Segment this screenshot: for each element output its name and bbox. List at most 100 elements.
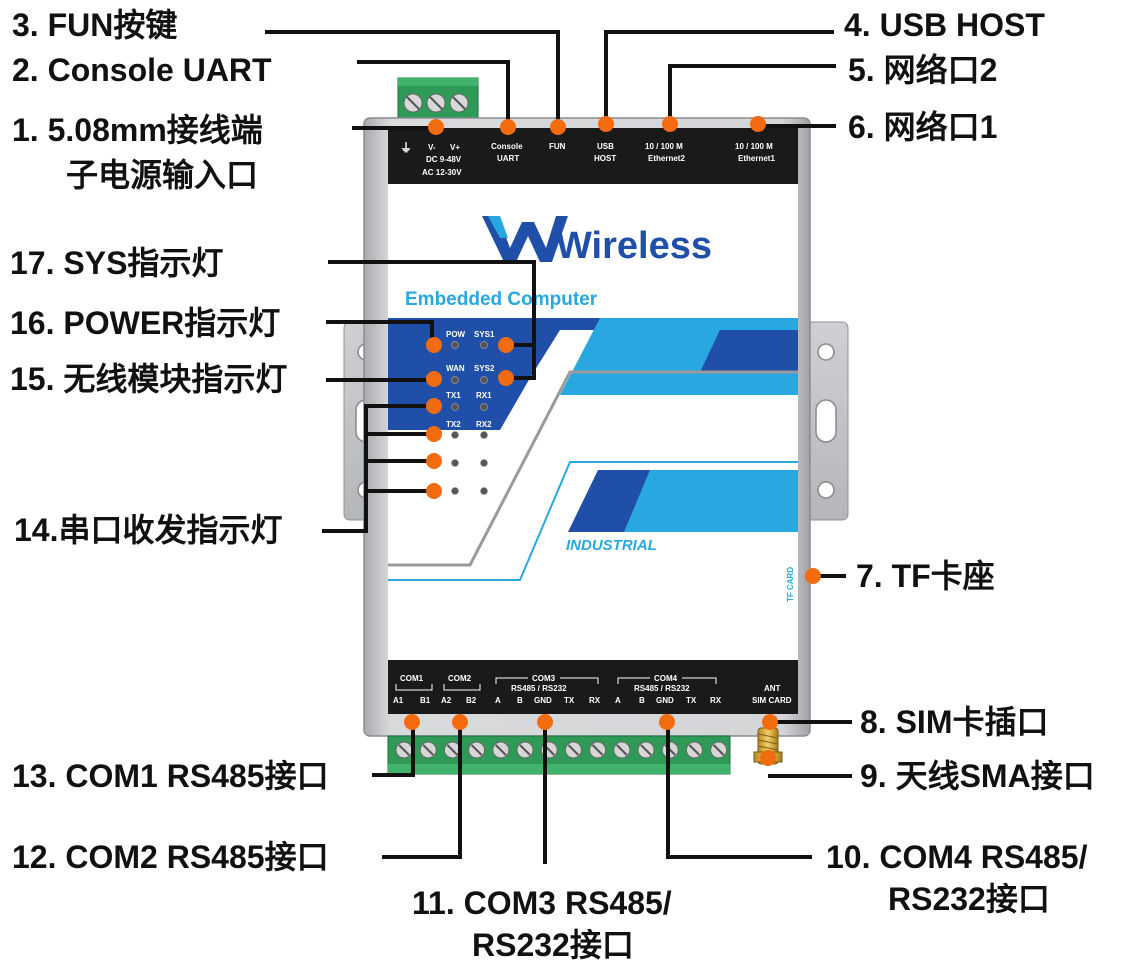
led-pow <box>451 341 459 349</box>
callout-12-com2: 12. COM2 RS485接口 <box>12 839 329 875</box>
pin-label: RX <box>589 696 601 705</box>
screw-slot <box>616 744 628 756</box>
com3-sub: RS485 / RS232 <box>511 684 567 693</box>
led-rx2 <box>480 431 488 439</box>
callout-8-sim-slot: 8. SIM卡插口 <box>860 704 1049 740</box>
screw-slot <box>495 744 507 756</box>
callout-11-com3-line2: RS232接口 <box>472 927 634 963</box>
pin-label: B <box>517 696 523 705</box>
callout-10-com4: 10. COM4 RS485/ <box>826 839 1088 875</box>
screw-slot <box>398 744 410 756</box>
callout-5-ethernet2: 5. 网络口2 <box>848 52 998 88</box>
com2-label: COM2 <box>448 674 472 683</box>
host-label: HOST <box>594 154 616 163</box>
led-rx1 <box>480 403 488 411</box>
ground-icon: ⏚ <box>400 141 412 155</box>
usb-label: USB <box>597 142 614 151</box>
brand-subtitle: Embedded Computer <box>405 289 598 310</box>
pin-label: GND <box>656 696 674 705</box>
callout-17-sys-led: 17. SYS指示灯 <box>10 245 224 281</box>
pin-label: TX <box>564 696 575 705</box>
power-terminal-block <box>397 77 479 119</box>
bottom-terminal-block <box>387 735 731 775</box>
led-label-pow: POW <box>446 330 466 339</box>
pin-label: A2 <box>441 696 452 705</box>
power-vminus: V- <box>428 143 436 152</box>
pin-label: A <box>495 696 501 705</box>
callout-dots <box>404 116 821 766</box>
pin-label: RX <box>710 696 722 705</box>
callout-1-power-input-line2: 子电源输入口 <box>66 157 259 193</box>
eth2-label: Ethernet2 <box>648 154 685 163</box>
eth1-label: Ethernet1 <box>738 154 775 163</box>
led-label-sys1: SYS1 <box>474 330 495 339</box>
screw-slot <box>712 744 725 756</box>
screw-slot <box>422 744 434 756</box>
screw-slot <box>446 744 459 756</box>
led-label-tx3: TX3 <box>446 449 461 458</box>
screw-slot <box>640 744 652 756</box>
eth2-speed: 10 / 100 M <box>645 142 683 151</box>
led-rx3 <box>480 459 488 467</box>
led-tx4 <box>451 487 459 495</box>
industrial-label: INDUSTRIAL <box>566 537 657 554</box>
com1-label: COM1 <box>400 674 424 683</box>
screw-slot <box>688 744 701 756</box>
led-label-tx1: TX1 <box>446 391 461 400</box>
top-port-panel <box>388 128 798 184</box>
led-label-tx2: TX2 <box>446 420 461 429</box>
callout-3-fun-button: 3. FUN按键 <box>12 7 178 43</box>
console-label: Console <box>491 142 523 151</box>
callout-7-tf-slot: 7. TF卡座 <box>856 558 995 594</box>
callout-11-com3: 11. COM3 RS485/ <box>412 885 672 921</box>
com4-label: COM4 <box>654 674 678 683</box>
callout-6-ethernet1: 6. 网络口1 <box>848 109 998 145</box>
callout-14-serial-led: 14.串口收发指示灯 <box>14 512 283 548</box>
callout-10-com4-line2: RS232接口 <box>888 881 1050 917</box>
ant-label: ANT <box>764 684 781 693</box>
callout-4-usb-host: 4. USB HOST <box>844 7 1045 43</box>
callout-1-power-input: 1. 5.08mm接线端 <box>12 112 263 148</box>
led-label-tx4: TX4 <box>446 478 461 487</box>
power-ac: AC 12-30V <box>422 168 462 177</box>
screw-slot <box>567 744 580 756</box>
callout-2-console-uart: 2. Console UART <box>12 52 272 88</box>
led-tx1 <box>451 403 459 411</box>
terminal-screws <box>395 741 728 759</box>
sim-label: SIM CARD <box>752 696 792 705</box>
led-sys1 <box>480 341 488 349</box>
screw-slot <box>591 744 604 756</box>
bottom-port-panel <box>388 660 798 714</box>
pin-label: GND <box>534 696 552 705</box>
callout-13-com1: 13. COM1 RS485接口 <box>12 758 329 794</box>
screw-slot <box>519 744 531 756</box>
pin-label: B2 <box>466 696 477 705</box>
screw-slot <box>470 744 483 756</box>
power-dc: DC 9-48V <box>426 155 462 164</box>
eth1-speed: 10 / 100 M <box>735 142 773 151</box>
led-label-rx3: RX3 <box>476 449 492 458</box>
pin-label: B1 <box>420 696 431 705</box>
com4-sub: RS485 / RS232 <box>634 684 690 693</box>
com3-label: COM3 <box>532 674 556 683</box>
callout-9-sma-antenna: 9. 天线SMA接口 <box>860 758 1095 794</box>
callout-15-wireless-led: 15. 无线模块指示灯 <box>10 361 288 397</box>
brand-name: Wireless <box>556 225 712 267</box>
pin-label: A1 <box>393 696 404 705</box>
led-label-rx1: RX1 <box>476 391 492 400</box>
led-sys2 <box>480 376 488 384</box>
pin-label: A <box>615 696 621 705</box>
led-label-rx4: RX4 <box>476 478 492 487</box>
led-tx2 <box>451 431 459 439</box>
leader-lines <box>265 30 852 864</box>
pin-label: TX <box>686 696 697 705</box>
fun-label: FUN <box>549 142 566 151</box>
led-tx3 <box>451 459 459 467</box>
wireless-logo <box>482 216 568 262</box>
led-wan <box>451 376 459 384</box>
led-label-rx2: RX2 <box>476 420 492 429</box>
led-label-wan: WAN <box>446 364 465 373</box>
led-label-sys2: SYS2 <box>474 364 495 373</box>
tf-card-label: TF CARD <box>786 567 795 602</box>
